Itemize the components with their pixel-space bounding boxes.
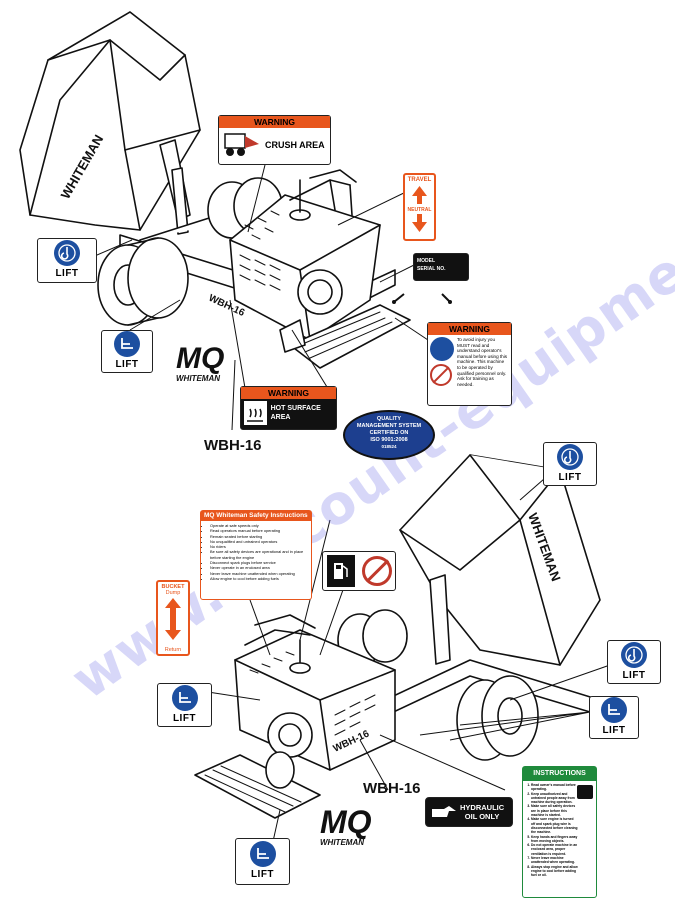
operator-warning-decal: WARNING To avoid injury you MUST read an… — [427, 322, 512, 406]
lift-hook-icon — [621, 641, 647, 668]
bottom-lift-decal-5: LIFT — [235, 838, 290, 885]
lift-fork-icon — [601, 697, 627, 723]
safety-item: Operate at safe speeds only — [210, 523, 311, 528]
mq-brand-text: WHITEMAN — [320, 838, 364, 847]
bucket-arrow-icon — [165, 598, 181, 640]
lift-label: LIFT — [172, 712, 197, 724]
lift-label: LIFT — [602, 725, 626, 736]
travel-label: TRAVEL — [407, 177, 432, 183]
warning-header: WARNING — [219, 116, 330, 128]
mq-brand-text: WHITEMAN — [176, 374, 220, 383]
top-mq-logo: MQ WHITEMAN — [176, 344, 236, 388]
hand-warning-icon — [577, 785, 593, 799]
quality-line-4: ISO 9001:2008 — [370, 437, 408, 443]
bucket-dump-return-decal: BUCKET Dump Return — [156, 580, 190, 656]
instructions-header: INSTRUCTIONS — [523, 767, 596, 781]
instruction-item: Read owner's manual before operating. — [531, 783, 578, 792]
oil-only-label: OIL ONLY — [464, 812, 500, 821]
safety-item: No riders — [210, 544, 311, 549]
rivets-icon — [392, 293, 452, 304]
quality-line-5: 018524 — [381, 444, 397, 449]
instruction-item: Make sure engine is turned off and spark… — [531, 817, 578, 834]
safety-header: MQ Whiteman Safety Instructions — [201, 511, 311, 521]
travel-neutral-decal: TRAVEL NEUTRAL — [403, 173, 436, 241]
hot-surface-icon — [244, 401, 267, 425]
fuel-no-flame-decal — [322, 551, 396, 591]
mq-logo-text: MQ — [320, 804, 372, 840]
lift-fork-icon — [171, 684, 198, 711]
fuel-pump-icon — [326, 555, 355, 587]
instructions-list: Read owner's manual before operating. Ke… — [523, 783, 578, 878]
top-lift-decal-1: LIFT — [37, 238, 97, 283]
bottom-model-label: WBH-16 — [363, 780, 421, 797]
bottom-lift-decal-2: LIFT — [157, 683, 212, 727]
no-flame-icon — [361, 556, 392, 586]
bottom-lift-decal-4: LIFT — [589, 696, 639, 739]
instruction-item: Keep hands and fingers away from moving … — [531, 835, 578, 844]
lift-hook-icon — [54, 240, 80, 266]
lift-label: LIFT — [250, 869, 275, 880]
bucket-label: BUCKET — [161, 584, 185, 590]
quality-line-1: QUALITY — [376, 416, 402, 422]
hot-surface-warning-decal: WARNING HOT SURFACE AREA — [240, 386, 337, 430]
warning-header: WARNING — [241, 387, 336, 399]
warning-header: WARNING — [428, 323, 511, 335]
serial-number-plate: MODEL SERIAL NO. — [413, 253, 469, 281]
lift-fork-icon — [114, 331, 140, 357]
lift-fork-icon — [249, 841, 276, 867]
bottom-lift-decal-1: LIFT — [543, 442, 597, 486]
top-machine — [19, 11, 411, 369]
safety-item: Read operators manual before operating — [210, 528, 311, 533]
instruction-item: Make sure all safety devices are in plac… — [531, 804, 578, 817]
oil-can-icon — [432, 806, 456, 817]
lift-label: LIFT — [115, 359, 139, 370]
safety-item: Allow engine to cool before adding fuels — [210, 576, 311, 581]
safety-item: Disconnect spark plugs before service — [210, 560, 311, 565]
no-riders-icon — [430, 364, 452, 386]
quality-iso-seal: QUALITY MANAGEMENT SYSTEM CERTIFIED ON I… — [343, 410, 435, 460]
quality-line-3: CERTIFIED ON — [369, 430, 409, 436]
bottom-lift-decal-3: LIFT — [607, 640, 661, 684]
lift-label: LIFT — [622, 669, 646, 681]
bottom-mq-logo: MQ WHITEMAN — [320, 806, 380, 854]
hydraulic-oil-decal: HYDRAULIC OIL ONLY — [425, 797, 513, 827]
instruction-item: Never leave machine unattended when oper… — [531, 856, 578, 865]
safety-item: Remain seated before starting — [210, 534, 311, 539]
travel-arrow-icon — [412, 186, 427, 232]
crush-area-warning-decal: WARNING CRUSH AREA — [218, 115, 331, 165]
instructions-decal: INSTRUCTIONS Read owner's manual before … — [522, 766, 597, 898]
serial-label: SERIAL NO. — [417, 266, 446, 272]
safety-instructions-decal: MQ Whiteman Safety Instructions Operate … — [200, 510, 312, 600]
safety-item: Never operate in an enclosed area — [210, 565, 311, 570]
bottom-machine — [194, 454, 601, 819]
instruction-item: Do not operate machine in an enclosed ar… — [531, 843, 578, 856]
safety-item: Never leave machine unattended when oper… — [210, 571, 311, 576]
crush-area-text: CRUSH AREA — [265, 140, 325, 150]
model-label: MODEL — [417, 258, 436, 264]
warning-text: To avoid injury you MUST read and unders… — [457, 337, 508, 387]
top-model-label: WBH-16 — [204, 437, 262, 454]
read-manual-icon — [430, 337, 454, 361]
neutral-label: NEUTRAL — [407, 207, 432, 213]
lift-label: LIFT — [55, 268, 79, 279]
lift-label: LIFT — [558, 471, 582, 483]
safety-item: Be sure all safety devices are operation… — [210, 549, 311, 560]
lift-hook-icon — [557, 443, 583, 470]
safety-item: No unqualified and untrained operators — [210, 539, 311, 544]
hydraulic-label: HYDRAULIC — [460, 803, 505, 812]
hot-surface-text: HOT SURFACE AREA — [270, 405, 321, 421]
instruction-item: Keep unauthorized and untrained people a… — [531, 792, 578, 805]
quality-line-2: MANAGEMENT SYSTEM — [356, 423, 422, 429]
return-label: Return — [164, 647, 182, 653]
safety-list: Operate at safe speeds only Read operato… — [201, 523, 311, 581]
dump-label: Dump — [165, 590, 181, 596]
top-lift-decal-2: LIFT — [101, 330, 153, 373]
mq-logo-text: MQ — [176, 342, 225, 375]
crush-pictogram-icon — [224, 133, 259, 156]
instruction-item: Always stop engine and allow engine to c… — [531, 865, 578, 878]
